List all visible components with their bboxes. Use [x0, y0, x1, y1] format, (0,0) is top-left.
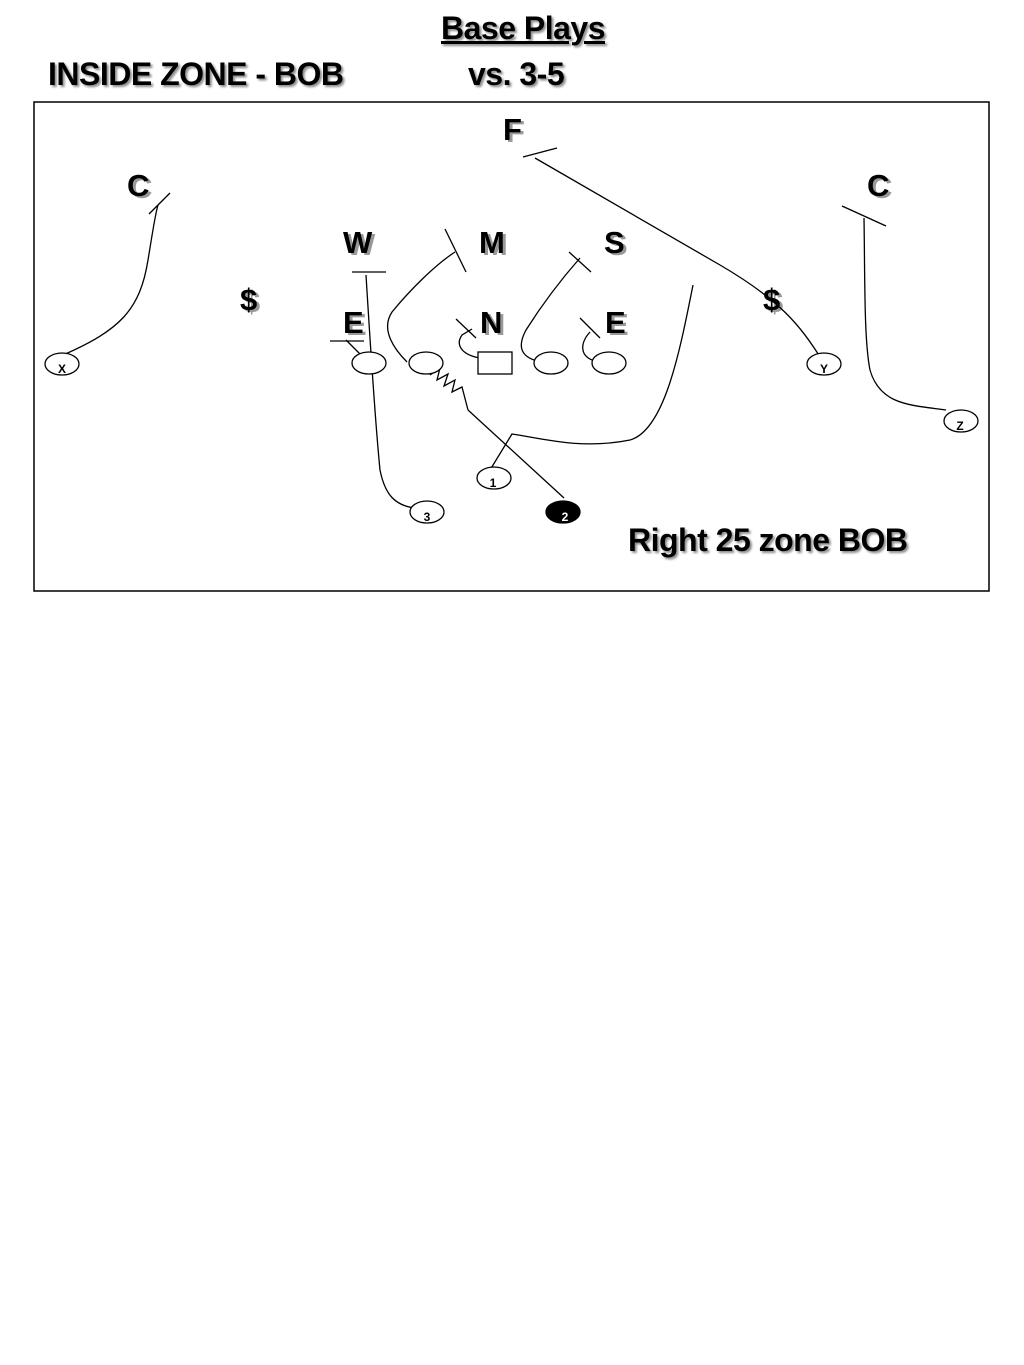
z-receiver — [943, 409, 979, 433]
left-guard — [408, 351, 444, 375]
back-1-route — [489, 284, 694, 471]
left-guard-block-mark — [444, 228, 467, 273]
svg-text:$: $ — [766, 284, 783, 319]
defender-free-safety-label: F — [503, 112, 522, 147]
center — [477, 351, 513, 375]
right-tackle — [591, 351, 627, 375]
back-2-label: 2 — [562, 510, 569, 524]
defender-end-right-label: E — [605, 305, 626, 340]
offense-back-2: 2 — [545, 500, 581, 524]
svg-text:N: N — [483, 307, 505, 342]
x-receiver-label: X — [58, 362, 66, 376]
ball-carrier-route — [467, 409, 565, 499]
assignments — [62, 147, 947, 509]
offense-y: Y — [806, 352, 842, 376]
defender-mike-label: M — [479, 225, 505, 260]
defender-free-safety: F F — [503, 112, 525, 149]
z-block-mark — [841, 205, 887, 227]
page-title: Base Plays — [440, 10, 606, 46]
right-guard — [533, 351, 569, 375]
center-block — [458, 328, 481, 359]
right-tackle-block-mark — [579, 317, 601, 339]
play-diagram: F F C C C C W W M M S S $ $ $ $ E E N N … — [33, 101, 990, 592]
defender-nose-label: N — [480, 305, 502, 340]
center-block-mark — [455, 318, 477, 339]
handoff-zigzag — [429, 366, 469, 411]
defender-corner-right: C C — [867, 168, 892, 205]
defender-corner-right-label: C — [867, 168, 889, 203]
y-receiver-label: Y — [820, 362, 828, 376]
svg-text:F: F — [506, 114, 525, 149]
x-route — [62, 204, 159, 356]
svg-text:E: E — [346, 307, 367, 342]
back-3-route — [365, 274, 415, 509]
y-receiver — [806, 352, 842, 376]
defender-will: W W — [343, 225, 376, 262]
y-route — [534, 157, 823, 361]
defender-sam: S S — [604, 225, 628, 262]
defender-corner-left: C C — [127, 168, 152, 205]
defender-money-left-label: $ — [240, 282, 257, 317]
left-guard-route — [386, 251, 456, 363]
back-1 — [476, 466, 512, 490]
defender-end-left-label: E — [343, 305, 364, 340]
offense-z: Z — [943, 409, 979, 433]
back-1-label: 1 — [490, 476, 497, 490]
svg-text:$: $ — [243, 284, 260, 319]
defender-end-left: E E — [343, 305, 367, 342]
defender-corner-left-label: C — [127, 168, 149, 203]
svg-text:M: M — [482, 227, 508, 262]
x-receiver — [44, 352, 80, 376]
right-guard-route — [520, 257, 581, 361]
svg-text:C: C — [130, 170, 152, 205]
defender-end-right: E E — [605, 305, 629, 342]
play-name: INSIDE ZONE - BOB — [48, 56, 344, 92]
offense-back-1: 1 — [476, 466, 512, 490]
offense-x: X — [44, 352, 80, 376]
offense-back-3: 3 — [409, 500, 445, 524]
defender-mike: M M — [479, 225, 508, 262]
svg-text:W: W — [346, 227, 376, 262]
y-block-mark — [522, 147, 558, 158]
svg-text:C: C — [870, 170, 892, 205]
back-3-label: 3 — [424, 510, 431, 524]
svg-text:S: S — [607, 227, 628, 262]
right-guard-block-mark — [568, 251, 592, 273]
play-call: Right 25 zone BOB — [628, 522, 908, 558]
defender-sam-label: S — [604, 225, 625, 260]
defender-money-right: $ $ — [763, 282, 783, 319]
x-block-mark — [148, 192, 171, 215]
svg-text:E: E — [608, 307, 629, 342]
defensive-front: vs. 3-5 — [468, 56, 565, 92]
z-receiver-label: Z — [956, 419, 963, 433]
right-tackle-block — [582, 331, 593, 361]
defender-will-label: W — [343, 225, 373, 260]
back-2-ball-carrier — [545, 500, 581, 524]
diagram-frame — [33, 101, 990, 592]
z-route — [863, 217, 947, 411]
defender-nose: N N — [480, 305, 505, 342]
defender-money-left: $ $ — [240, 282, 260, 319]
back-3 — [409, 500, 445, 524]
left-tackle — [351, 351, 387, 375]
offensive-line — [351, 351, 627, 375]
